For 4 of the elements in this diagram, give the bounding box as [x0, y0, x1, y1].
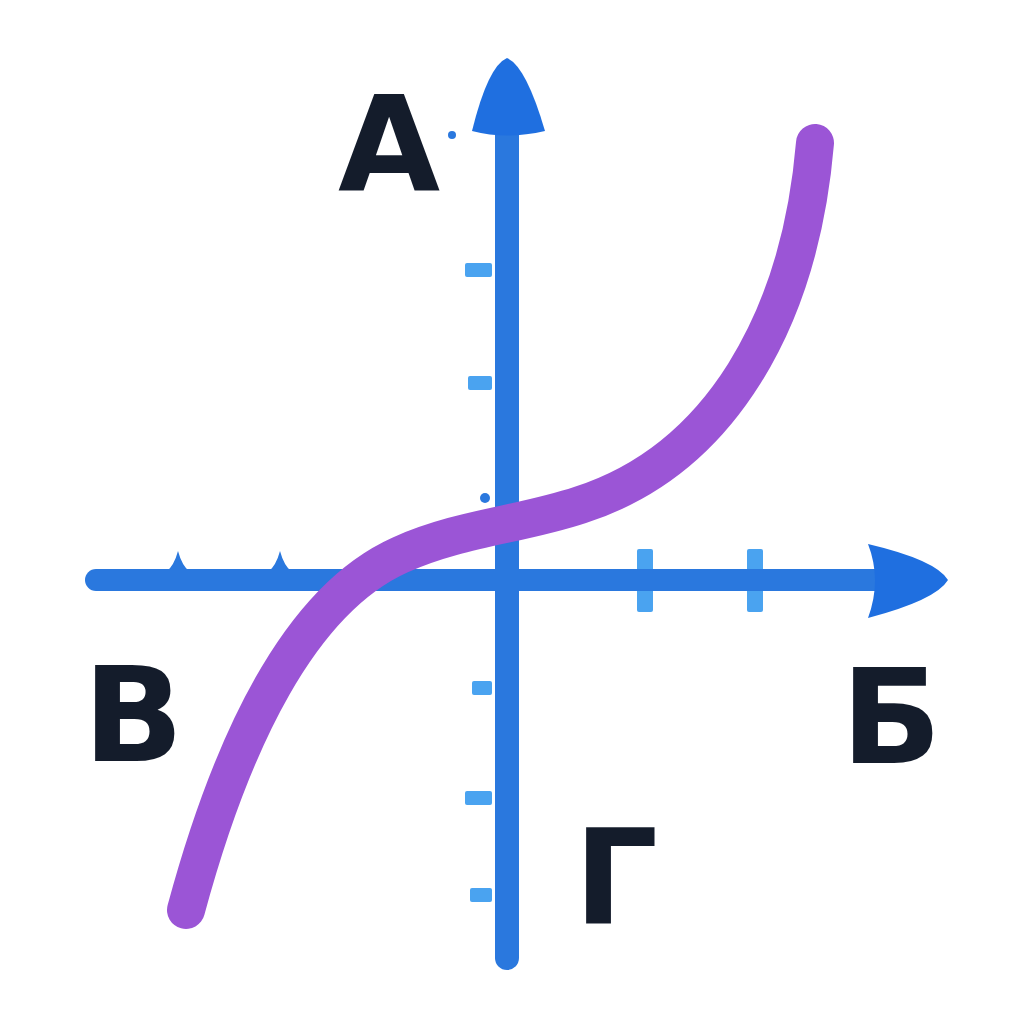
axis-label: Б: [841, 661, 942, 773]
axis-label: Г: [574, 822, 659, 934]
axis-label: В: [83, 659, 184, 771]
axis-label: А: [338, 89, 441, 201]
